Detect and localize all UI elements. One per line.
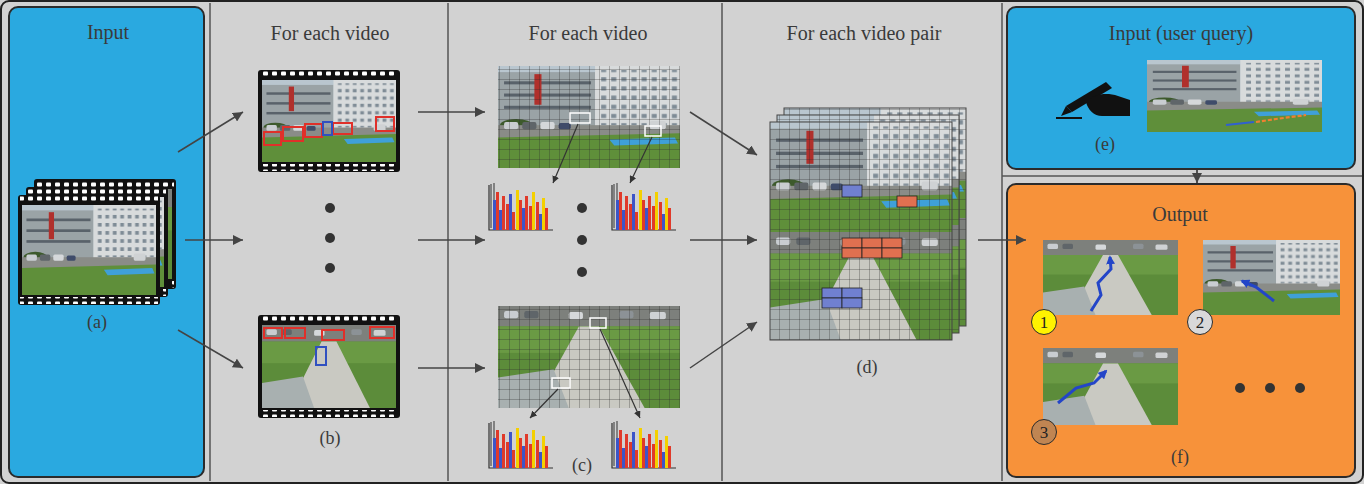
panel-tag: (a) bbox=[87, 313, 107, 333]
result-frame bbox=[1043, 348, 1178, 425]
callout-number: 3 bbox=[1040, 424, 1049, 441]
flow-arrows bbox=[690, 112, 757, 368]
film-strip bbox=[258, 70, 400, 172]
flow-arrow bbox=[978, 239, 1026, 241]
film-strip bbox=[18, 179, 176, 305]
callout-number: 1 bbox=[1040, 314, 1049, 331]
callout-number: 2 bbox=[1196, 314, 1205, 331]
gridded-frame bbox=[498, 66, 680, 183]
output-panel: Output (f) 1 2 3 bbox=[1006, 183, 1356, 478]
rank-badge: 3 bbox=[1031, 419, 1057, 445]
panel-tag: (f) bbox=[1171, 448, 1189, 468]
panel-title: Input (user query) bbox=[1109, 22, 1253, 44]
column-separators bbox=[210, 3, 1362, 481]
ellipsis-dots bbox=[325, 203, 335, 273]
panel-tag: (e) bbox=[1095, 135, 1115, 155]
input-video-stack bbox=[8, 6, 205, 478]
query-panel: Input (user query) (e) bbox=[1006, 6, 1356, 170]
ellipsis-dots bbox=[577, 203, 587, 277]
result-frame bbox=[1043, 240, 1178, 315]
flow-arrows bbox=[178, 112, 243, 368]
film-strip bbox=[258, 315, 400, 418]
panel-tag: (d) bbox=[857, 358, 878, 378]
hand-pen-icon bbox=[1056, 82, 1130, 119]
connector-arrow bbox=[1196, 170, 1198, 183]
panel-tag: (b) bbox=[320, 429, 341, 449]
ranked-results bbox=[1006, 183, 1356, 478]
ellipsis-dots bbox=[1235, 383, 1305, 393]
result-frame bbox=[1203, 240, 1340, 315]
gridded-frame bbox=[498, 306, 680, 418]
column-header: For each video pair bbox=[787, 22, 942, 44]
rank-badge: 1 bbox=[1031, 309, 1057, 335]
histogram bbox=[489, 183, 676, 230]
rank-badge: 2 bbox=[1187, 309, 1213, 335]
frame-pair-stack bbox=[770, 108, 966, 340]
panel-title: Output bbox=[1152, 203, 1208, 225]
column-header: For each video bbox=[271, 22, 390, 44]
column-header: For each video bbox=[529, 22, 648, 44]
input-panel: Input (a) bbox=[8, 6, 205, 478]
panel-title: Input bbox=[87, 21, 129, 43]
panel-tag: (c) bbox=[572, 456, 592, 476]
flow-arrows bbox=[418, 112, 485, 368]
query-frame bbox=[1147, 60, 1322, 132]
